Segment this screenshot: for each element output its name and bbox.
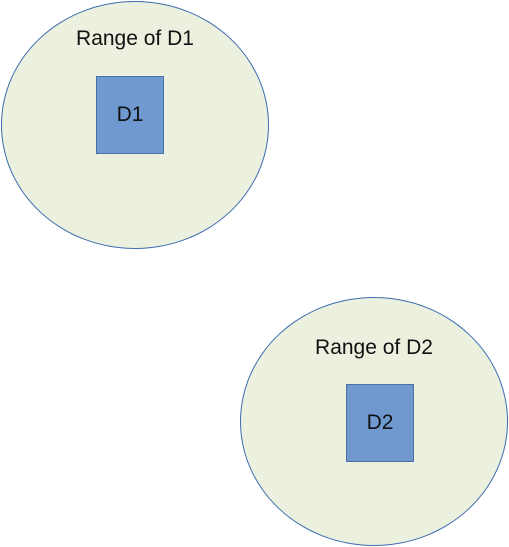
device-d1-label: D1 <box>116 103 144 126</box>
range-d2-circle: Range of D2 <box>240 297 508 546</box>
device-d2-label: D2 <box>366 411 394 434</box>
range-d1-label: Range of D1 <box>76 27 194 50</box>
range-d1-circle: Range of D1 <box>1 1 269 249</box>
device-d2-box: D2 <box>346 384 414 462</box>
range-d2-label: Range of D2 <box>315 336 433 359</box>
device-d1-box: D1 <box>96 76 164 154</box>
